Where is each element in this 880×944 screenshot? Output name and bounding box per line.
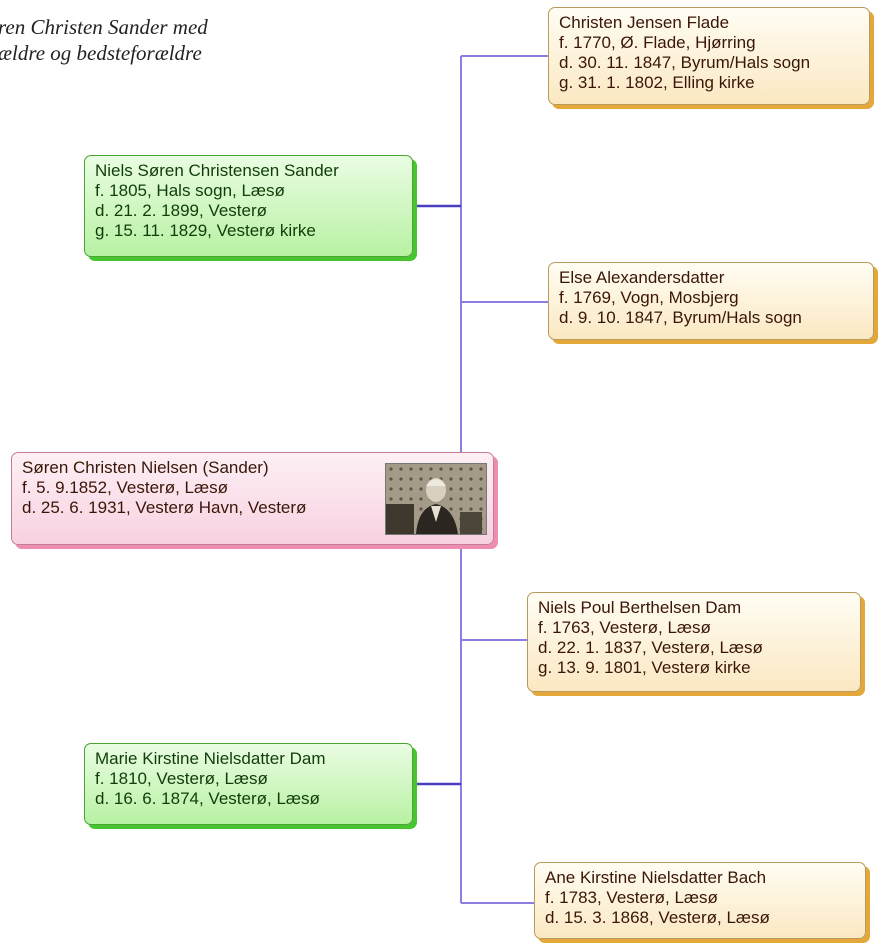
person-died: d. 15. 3. 1868, Vesterø, Læsø bbox=[545, 908, 770, 927]
person-name: Niels Søren Christensen Sander bbox=[95, 161, 339, 180]
person-married: g. 15. 11. 1829, Vesterø kirke bbox=[95, 221, 316, 240]
person-died: d. 16. 6. 1874, Vesterø, Læsø bbox=[95, 789, 320, 808]
person-married: g. 31. 1. 1802, Elling kirke bbox=[559, 73, 755, 92]
person-died: d. 30. 11. 1847, Byrum/Hals sogn bbox=[559, 53, 811, 72]
person-name: Søren Christen Nielsen (Sander) bbox=[22, 458, 269, 477]
person-died: d. 9. 10. 1847, Byrum/Hals sogn bbox=[559, 308, 802, 327]
person-born: f. 1770, Ø. Flade, Hjørring bbox=[559, 33, 756, 52]
person-box-maternal-grandmother[interactable]: Ane Kirstine Nielsdatter Bach f. 1783, V… bbox=[534, 862, 866, 939]
person-box-maternal-grandfather[interactable]: Niels Poul Berthelsen Dam f. 1763, Veste… bbox=[527, 592, 861, 692]
person-box-paternal-grandfather[interactable]: Christen Jensen Flade f. 1770, Ø. Flade,… bbox=[548, 7, 870, 105]
person-name: Niels Poul Berthelsen Dam bbox=[538, 598, 742, 617]
person-died: d. 22. 1. 1837, Vesterø, Læsø bbox=[538, 638, 763, 657]
person-born: f. 5. 9.1852, Vesterø, Læsø bbox=[22, 478, 228, 497]
person-box-root[interactable]: Søren Christen Nielsen (Sander) f. 5. 9.… bbox=[11, 452, 494, 545]
person-box-paternal-grandmother[interactable]: Else Alexandersdatter f. 1769, Vogn, Mos… bbox=[548, 262, 874, 340]
person-born: f. 1810, Vesterø, Læsø bbox=[95, 769, 268, 788]
person-born: f. 1783, Vesterø, Læsø bbox=[545, 888, 718, 907]
person-name: Else Alexandersdatter bbox=[559, 268, 725, 287]
person-died: d. 21. 2. 1899, Vesterø bbox=[95, 201, 268, 220]
person-born: f. 1769, Vogn, Mosbjerg bbox=[559, 288, 739, 307]
person-box-father[interactable]: Niels Søren Christensen Sander f. 1805, … bbox=[84, 155, 413, 257]
person-married: g. 13. 9. 1801, Vesterø kirke bbox=[538, 658, 751, 677]
chart-title-line-1: ren Christen Sander med bbox=[0, 15, 208, 39]
person-born: f. 1763, Vesterø, Læsø bbox=[538, 618, 711, 637]
person-name: Christen Jensen Flade bbox=[559, 13, 730, 32]
person-died: d. 25. 6. 1931, Vesterø Havn, Vesterø bbox=[22, 498, 307, 517]
person-box-mother[interactable]: Marie Kirstine Nielsdatter Dam f. 1810, … bbox=[84, 743, 413, 825]
portrait-photo bbox=[385, 463, 487, 535]
person-name: Marie Kirstine Nielsdatter Dam bbox=[95, 749, 326, 768]
chart-title-line-2: ældre og bedsteforældre bbox=[0, 41, 202, 65]
person-name: Ane Kirstine Nielsdatter Bach bbox=[545, 868, 767, 887]
chart-title: ren Christen Sander med ældre og bedstef… bbox=[0, 14, 298, 66]
person-born: f. 1805, Hals sogn, Læsø bbox=[95, 181, 285, 200]
